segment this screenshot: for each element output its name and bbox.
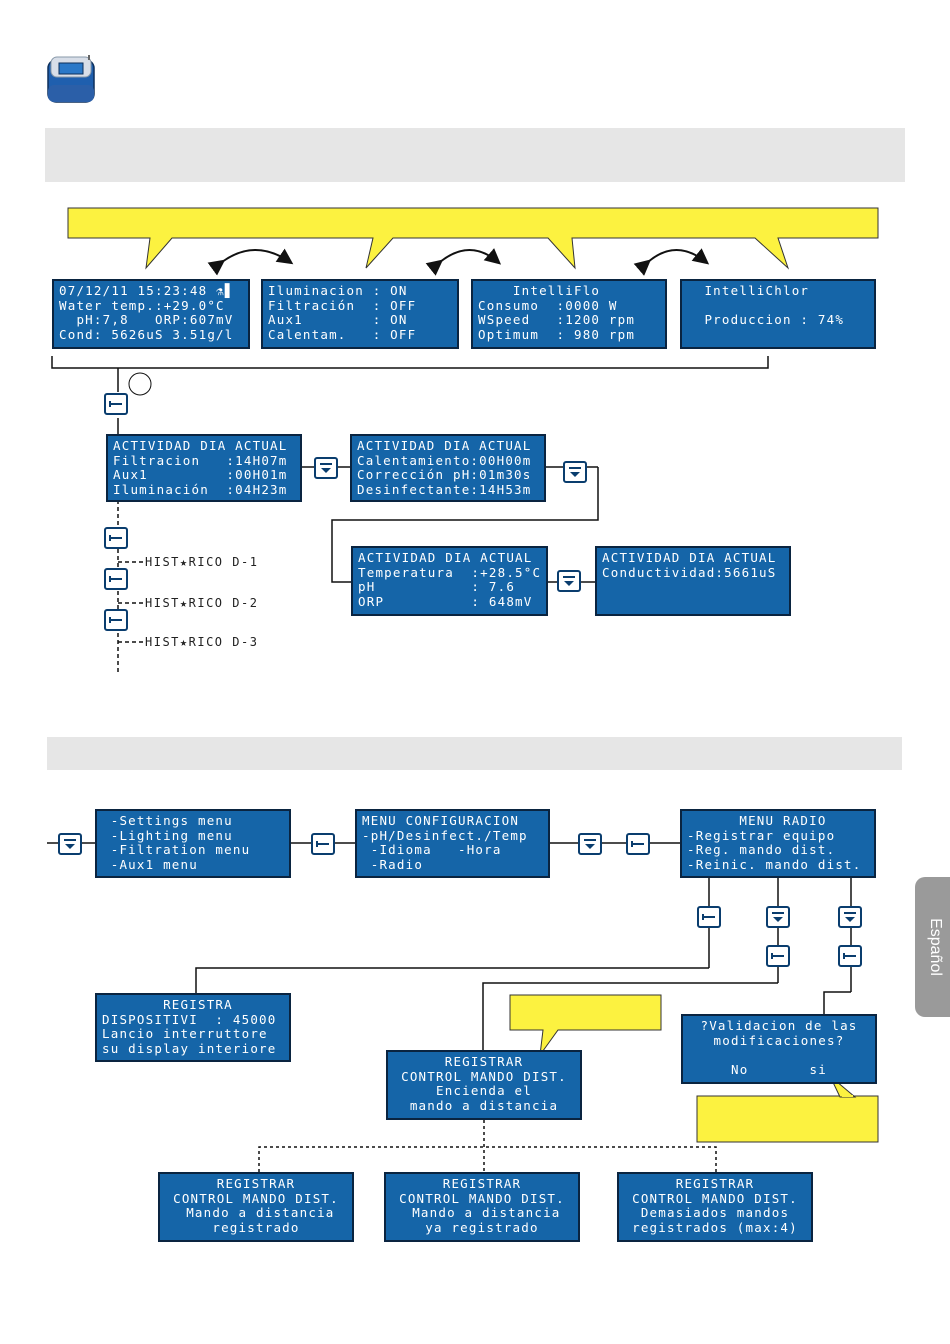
- lcd-result-already-registered: REGISTRAR CONTROL MANDO DIST. Mando a di…: [384, 1172, 580, 1242]
- enter-button-icon[interactable]: [104, 393, 128, 415]
- enter-button-icon[interactable]: [104, 527, 128, 549]
- enter-button-icon[interactable]: [104, 568, 128, 590]
- lcd-register-remote: REGISTRAR CONTROL MANDO DIST. Encienda e…: [386, 1050, 582, 1120]
- controller-device-icon: [45, 55, 97, 105]
- history-label-d1: HIST★RICO D-1: [145, 555, 259, 569]
- lcd-activity-3: ACTIVIDAD DIA ACTUAL Temperatura :+28.5°…: [351, 546, 548, 616]
- enter-button-icon[interactable]: [311, 833, 335, 855]
- enter-button-icon[interactable]: [766, 945, 790, 967]
- lcd-result-too-many: REGISTRAR CONTROL MANDO DIST. Demasiados…: [617, 1172, 813, 1242]
- lcd-main-status: 07/12/11 15:23:48 ⚗▋ Water temp.:+29.0°C…: [52, 279, 250, 349]
- callout-remote: [509, 994, 662, 1056]
- down-button-icon[interactable]: [838, 906, 862, 928]
- lcd-intelliflo: IntelliFlo Consumo :0000 W WSpeed :1200 …: [471, 279, 667, 349]
- section-header-band-2: [47, 737, 902, 770]
- down-button-icon[interactable]: [314, 457, 338, 479]
- down-button-icon[interactable]: [557, 570, 581, 592]
- lcd-result-registered: REGISTRAR CONTROL MANDO DIST. Mando a di…: [158, 1172, 354, 1242]
- lcd-activity-4: ACTIVIDAD DIA ACTUAL Conductividad:5661u…: [595, 546, 791, 616]
- enter-button-icon[interactable]: [697, 906, 721, 928]
- down-button-icon[interactable]: [563, 461, 587, 483]
- lcd-main-menu: -Settings menu -Lighting menu -Filtratio…: [95, 809, 291, 878]
- lcd-radio-menu: MENU RADIO -Registrar equipo -Reg. mando…: [680, 809, 876, 878]
- down-button-icon[interactable]: [766, 906, 790, 928]
- lcd-validation: ?Validacion de las modificaciones? No si: [681, 1014, 877, 1084]
- lcd-outputs-status: Iluminacion : ON Filtración : OFF Aux1 :…: [261, 279, 459, 349]
- language-tab[interactable]: Español: [915, 877, 950, 1017]
- enter-button-icon[interactable]: [626, 833, 650, 855]
- enter-button-icon[interactable]: [838, 945, 862, 967]
- down-button-icon[interactable]: [578, 833, 602, 855]
- down-button-icon[interactable]: [58, 833, 82, 855]
- lcd-config-menu: MENU CONFIGURACION -pH/Desinfect./Temp -…: [355, 809, 550, 878]
- lcd-activity-1: ACTIVIDAD DIA ACTUAL Filtracion :14H07m …: [106, 434, 302, 502]
- section-header-band-1: [45, 128, 905, 182]
- enter-button-icon[interactable]: [104, 609, 128, 631]
- lcd-intellichlor: IntelliChlor Produccion : 74%: [680, 279, 876, 349]
- callout-validation: [696, 1095, 879, 1143]
- lcd-register-device: REGISTRA DISPOSITIVI : 45000 Lancio inte…: [95, 993, 291, 1062]
- history-label-d2: HIST★RICO D-2: [145, 596, 259, 610]
- callout-banner: [67, 207, 879, 270]
- history-label-d3: HIST★RICO D-3: [145, 635, 259, 649]
- lcd-activity-2: ACTIVIDAD DIA ACTUAL Calentamiento:00H00…: [350, 434, 546, 502]
